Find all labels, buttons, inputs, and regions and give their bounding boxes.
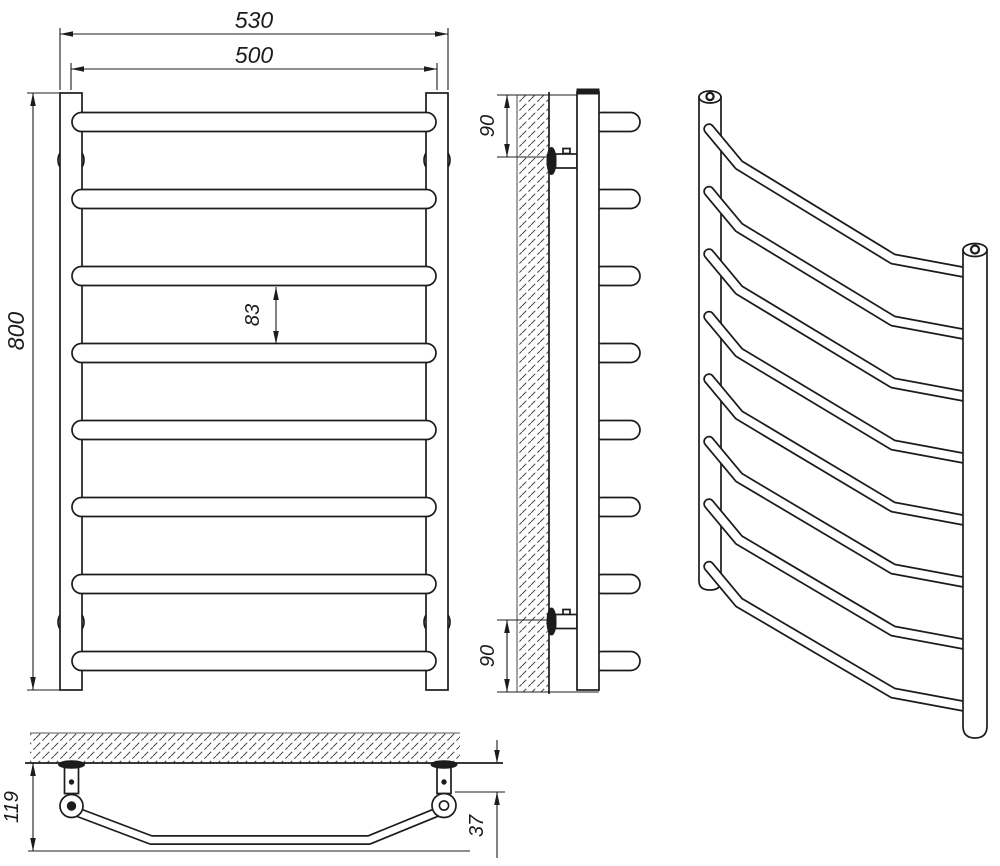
bracket-flange	[430, 760, 458, 769]
right-post-top	[962, 242, 988, 258]
post-section-right	[431, 792, 457, 819]
dimension-500: 500	[70, 42, 438, 90]
arrowhead	[435, 31, 448, 37]
arrowhead	[30, 93, 36, 106]
arrowhead	[494, 792, 500, 805]
rung-3d-core	[705, 312, 967, 462]
rung-3d-core	[705, 562, 967, 710]
rung	[71, 496, 437, 518]
arrowhead	[71, 66, 84, 72]
rungs-3d	[703, 123, 969, 712]
dim-500-label: 500	[235, 42, 274, 68]
dim-37-label: 37	[466, 814, 488, 837]
rung	[71, 342, 437, 364]
bracket-flange	[546, 607, 557, 636]
post-top-cap	[576, 88, 600, 95]
rung	[71, 419, 437, 441]
perspective-view	[698, 90, 988, 739]
arrowhead	[30, 677, 36, 690]
bracket-screw	[441, 779, 447, 785]
arrowhead	[504, 144, 510, 157]
rung-3d-core	[705, 437, 967, 586]
dimension-83: 83	[242, 287, 279, 344]
wall-bracket-bottom	[546, 607, 578, 636]
arrowhead	[60, 31, 73, 37]
right-post	[425, 92, 449, 691]
dimension-530: 530	[59, 7, 449, 90]
rung	[71, 650, 437, 672]
rung-3d-core	[705, 250, 967, 400]
rung	[71, 573, 437, 595]
bracket-flange	[546, 147, 557, 175]
post-side	[576, 91, 600, 691]
arrowhead	[30, 763, 36, 776]
rung	[71, 265, 437, 287]
plan-bracket-right	[430, 760, 458, 795]
arrowhead	[504, 95, 510, 108]
arrowhead	[504, 620, 510, 633]
rung-3d-core	[705, 375, 967, 524]
front-view: 530 500 800 83	[3, 7, 451, 691]
plan-view: 119 37	[1, 732, 505, 858]
wall-hatch	[517, 95, 549, 692]
wall-hatch	[30, 733, 460, 763]
left-post-hole	[705, 91, 715, 102]
arrowhead	[273, 331, 279, 344]
left-post-top	[698, 90, 722, 104]
post-pivot-left	[66, 801, 77, 811]
left-post	[59, 92, 83, 691]
arrowhead	[30, 838, 36, 851]
arrowhead	[273, 287, 279, 300]
post-pivot-right	[438, 800, 450, 811]
rung	[71, 111, 437, 133]
dim-90-top-label: 90	[477, 115, 499, 137]
arrowhead	[504, 679, 510, 692]
dimension-37: 37	[455, 740, 505, 858]
wall-bracket-top	[546, 147, 578, 175]
arrowhead	[424, 66, 437, 72]
dim-800-label: 800	[3, 312, 29, 351]
dimension-800: 800	[3, 92, 60, 691]
dim-119-label: 119	[1, 791, 23, 823]
bracket-stem	[554, 613, 578, 630]
dim-83-label: 83	[242, 304, 264, 326]
rung-3d	[703, 123, 969, 278]
rung-3d-core	[705, 500, 967, 648]
bracket-screw	[562, 147, 571, 155]
rung-3d-core	[705, 187, 967, 338]
dim-530-label: 530	[235, 7, 274, 33]
bracket-stem	[554, 153, 578, 169]
side-view: 90 90	[477, 88, 641, 694]
plan-bracket-left	[58, 760, 85, 795]
bracket-screw	[68, 779, 75, 785]
arrowhead	[494, 750, 500, 763]
rung	[71, 188, 437, 210]
right-post-hole	[969, 244, 981, 255]
bracket-flange	[58, 760, 85, 769]
rung-plan-core	[73, 807, 444, 844]
right-post-3d	[962, 249, 988, 739]
rung-3d-core	[705, 125, 967, 276]
dim-90-bottom-label: 90	[477, 645, 499, 667]
dimension-90-bottom: 90	[477, 619, 599, 693]
dimension-119: 119	[1, 763, 470, 852]
dimension-90-top: 90	[477, 94, 577, 158]
